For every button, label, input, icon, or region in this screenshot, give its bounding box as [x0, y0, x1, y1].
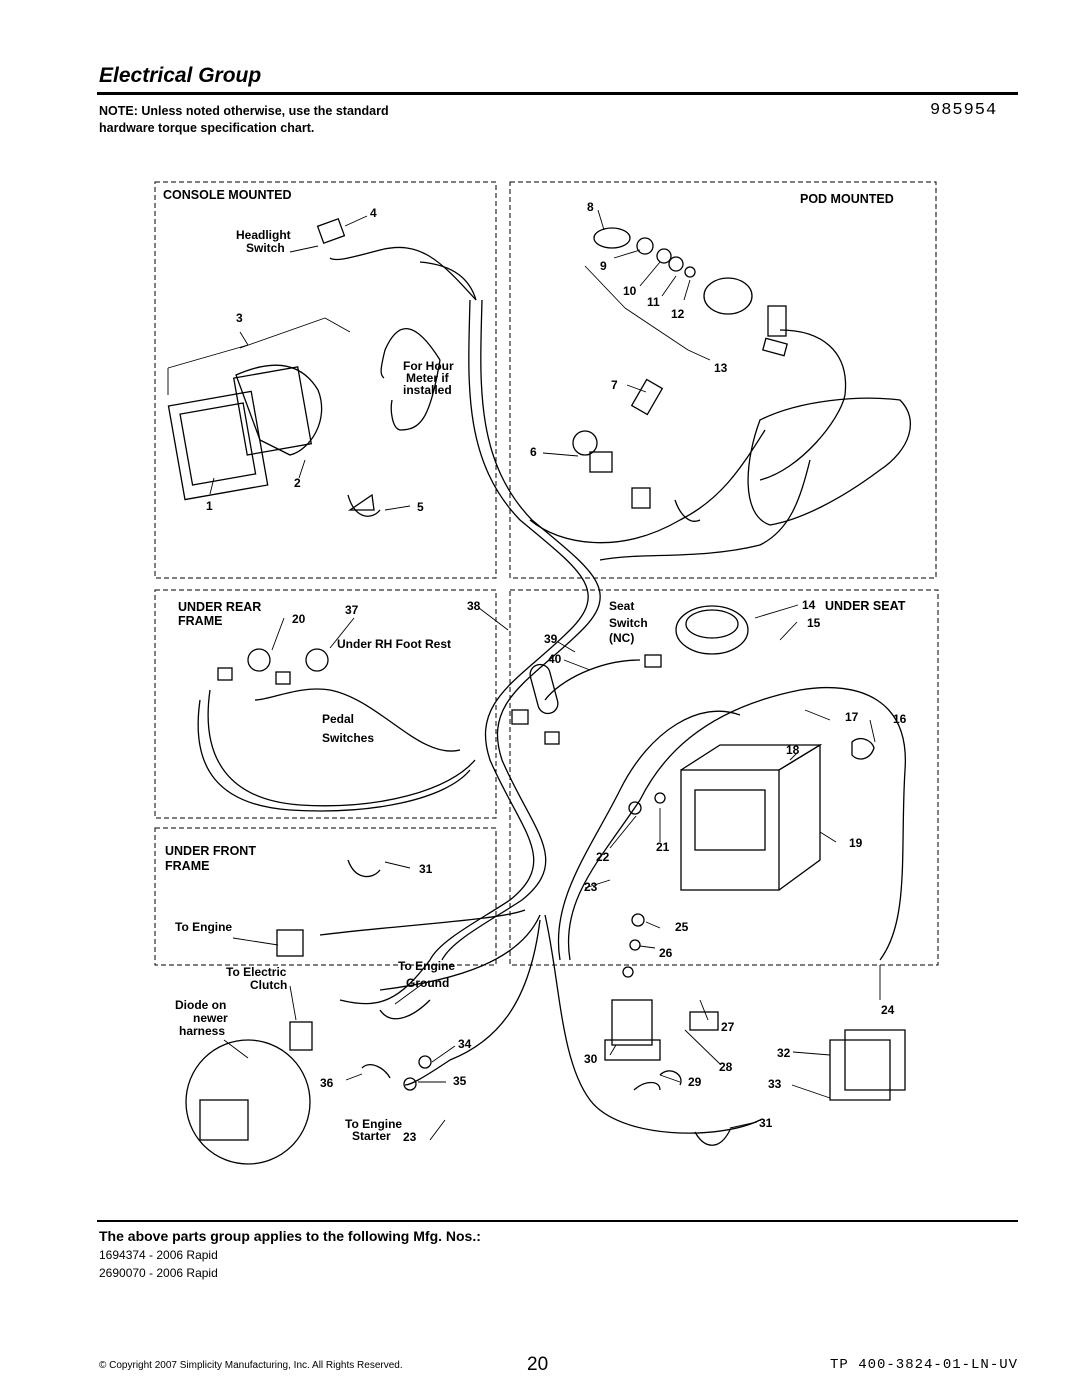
footer-rule [97, 1220, 1018, 1222]
page-number: 20 [527, 1354, 549, 1375]
callout-9: 9 [600, 259, 607, 273]
label-to-engine: To Engine [175, 920, 232, 934]
label-seat-nc: (NC) [609, 631, 634, 645]
callout-17: 17 [845, 710, 859, 724]
callout-37: 37 [345, 603, 359, 617]
mfg-number: 1694374 - 2006 Rapid [99, 1248, 218, 1262]
callout-29: 29 [688, 1075, 702, 1089]
callout-20: 20 [292, 612, 306, 626]
label-ground: Ground [406, 976, 449, 990]
components [167, 217, 911, 1165]
section-under-front: UNDER FRONT [165, 844, 256, 858]
label-seat-switch: Switch [609, 616, 648, 630]
callout-23a: 23 [584, 880, 598, 894]
callout-4: 4 [370, 206, 377, 220]
callout-6: 6 [530, 445, 537, 459]
callout-23b: 23 [403, 1130, 417, 1144]
section-under-rear: UNDER REAR [178, 600, 261, 614]
label-rh-foot-rest: Under RH Foot Rest [337, 637, 451, 651]
label-meter-if: Meter if [406, 371, 450, 385]
callout-32: 32 [777, 1046, 791, 1060]
label-to-electric: To Electric [226, 965, 287, 979]
callout-33: 33 [768, 1077, 782, 1091]
copyright: © Copyright 2007 Simplicity Manufacturin… [99, 1360, 403, 1371]
callout-22: 22 [596, 850, 610, 864]
callout-21: 21 [656, 840, 670, 854]
callout-3: 3 [236, 311, 243, 325]
section-under-rear-frame: FRAME [178, 614, 222, 628]
callout-19: 19 [849, 836, 863, 850]
callout-31b: 31 [759, 1116, 773, 1130]
section-console-mounted: CONSOLE MOUNTED [163, 188, 291, 202]
part-number: 985954 [930, 101, 998, 120]
leader-lines [167, 209, 881, 1141]
callout-38: 38 [467, 599, 481, 613]
callout-40: 40 [548, 652, 562, 666]
callout-36: 36 [320, 1076, 334, 1090]
label-headlight-switch: Switch [246, 241, 285, 255]
label-installed: installed [403, 383, 452, 397]
label-newer: newer [193, 1011, 228, 1025]
title-rule [97, 92, 1018, 95]
label-diode-on: Diode on [175, 998, 226, 1012]
callout-30: 30 [584, 1052, 598, 1066]
callout-7: 7 [611, 378, 618, 392]
label-to-engine-starter: To Engine [345, 1117, 402, 1131]
callout-11: 11 [647, 295, 660, 309]
callout-8: 8 [587, 200, 594, 214]
callout-31a: 31 [419, 862, 433, 876]
callout-18: 18 [786, 743, 800, 757]
callout-39: 39 [544, 632, 558, 646]
section-under-front-frame: FRAME [165, 859, 209, 873]
label-for-hour: For Hour [403, 359, 454, 373]
doc-code: TP 400-3824-01-LN-UV [830, 1357, 1019, 1373]
callout-27: 27 [721, 1020, 735, 1034]
callout-16: 16 [893, 712, 907, 726]
callout-28: 28 [719, 1060, 733, 1074]
callout-14: 14 [802, 598, 816, 612]
label-starter: Starter [352, 1129, 391, 1143]
callout-12: 12 [671, 307, 685, 321]
callout-24: 24 [881, 1003, 895, 1017]
section-under-seat: UNDER SEAT [825, 599, 906, 613]
applies-heading: The above parts group applies to the fol… [99, 1228, 481, 1244]
label-clutch: Clutch [250, 978, 287, 992]
callout-15: 15 [807, 616, 821, 630]
callout-26: 26 [659, 946, 673, 960]
callout-5: 5 [417, 500, 424, 514]
label-seat: Seat [609, 599, 634, 613]
label-headlight: Headlight [236, 228, 291, 242]
callout-34: 34 [458, 1037, 472, 1051]
callout-2: 2 [294, 476, 301, 490]
section-pod-mounted: POD MOUNTED [800, 192, 894, 206]
label-harness: harness [179, 1024, 225, 1038]
label-pedal-switches: Switches [322, 731, 374, 745]
callout-35: 35 [453, 1074, 467, 1088]
callout-10: 10 [623, 284, 637, 298]
callout-25: 25 [675, 920, 689, 934]
callout-13: 13 [714, 361, 728, 375]
label-pedal: Pedal [322, 712, 354, 726]
page-title: Electrical Group [99, 64, 262, 87]
torque-note: NOTE: Unless noted otherwise, use the st… [99, 104, 389, 135]
label-to-engine-ground: To Engine [398, 959, 455, 973]
callout-1: 1 [206, 499, 213, 513]
harness-trunk [197, 246, 906, 1134]
mfg-number: 2690070 - 2006 Rapid [99, 1266, 218, 1280]
